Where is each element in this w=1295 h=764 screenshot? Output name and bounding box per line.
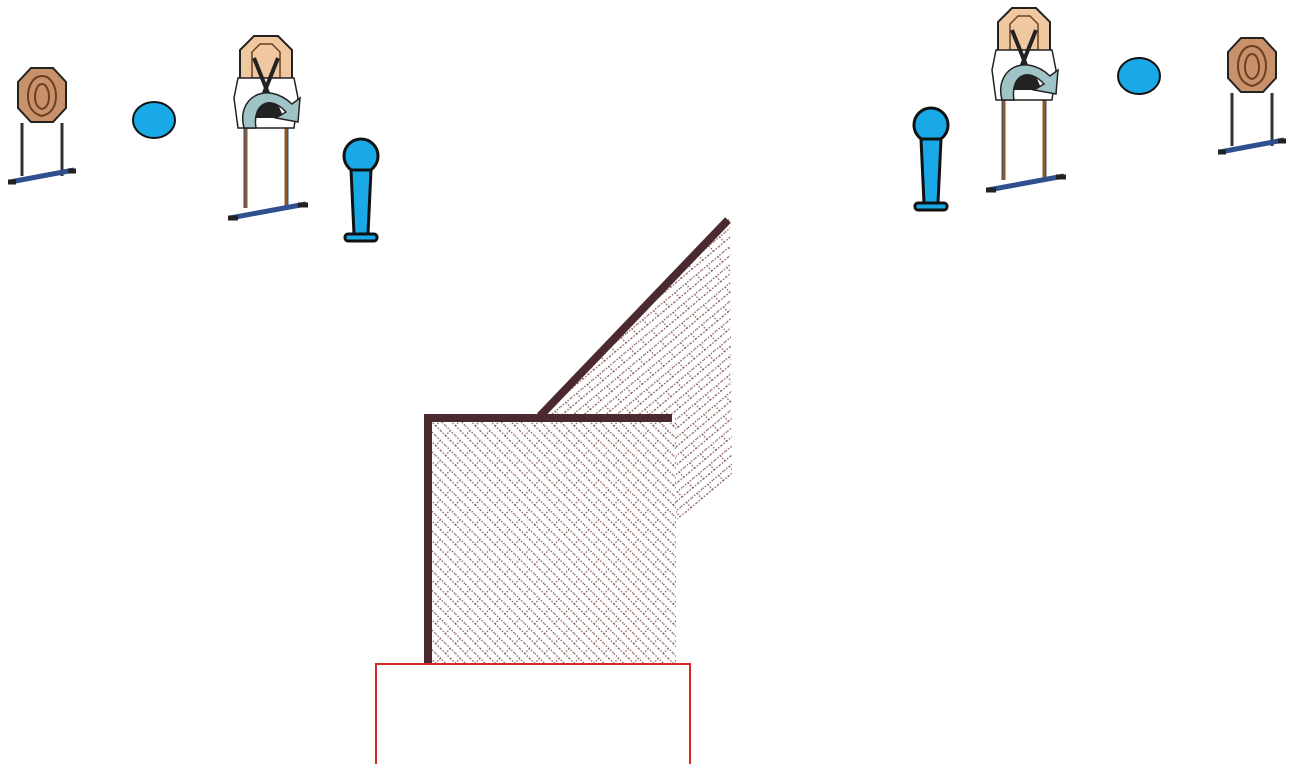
swinging-paper-target-left-icon [228,36,308,218]
steel-target-left-icon [8,68,76,182]
shooting-box [375,663,691,764]
swinging-paper-target-right-icon [986,8,1066,190]
round-steel-plate-left-icon [132,101,176,139]
popper-target-right-icon [912,106,950,212]
steel-target-right-icon [1218,38,1286,152]
barricade-wall-front [424,414,676,664]
round-steel-plate-right-icon [1117,57,1161,95]
barricade-wall-angled [537,217,732,520]
popper-target-left-icon [342,137,380,243]
